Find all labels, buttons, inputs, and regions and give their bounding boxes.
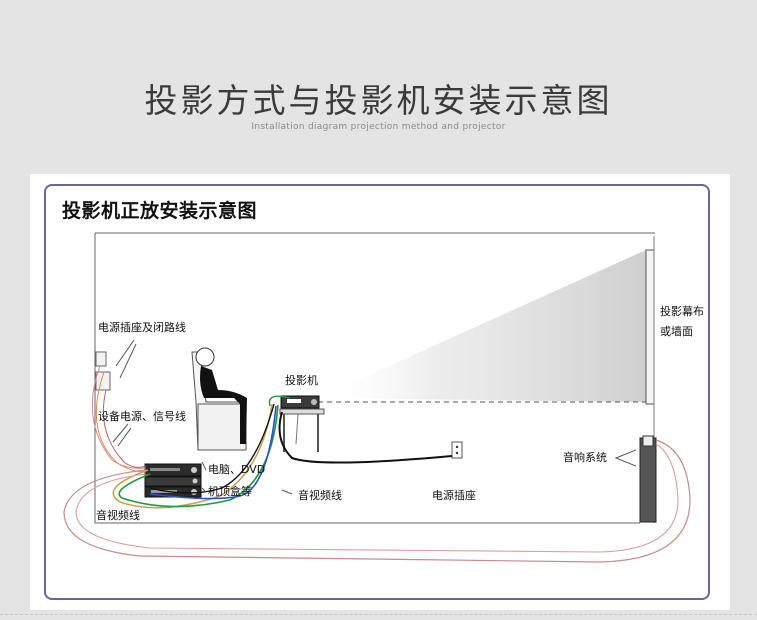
av-center-pointer xyxy=(281,489,293,495)
label-power-socket: 电源插座 xyxy=(432,489,476,502)
wall-outlet-upper xyxy=(95,351,107,367)
speaker-cable-inner xyxy=(75,443,679,553)
page-subtitle: Installation diagram projection method a… xyxy=(251,122,506,132)
projection-screen xyxy=(645,249,655,405)
sound-system-speaker xyxy=(639,435,657,523)
label-computer-dvd: 电脑、DVD xyxy=(208,463,266,476)
label-projector: 投影机 xyxy=(285,374,318,387)
bottom-divider xyxy=(0,614,757,615)
page-title: 投影方式与投影机安装示意图 xyxy=(144,81,613,120)
projector-table xyxy=(279,408,325,452)
projection-beam xyxy=(318,250,646,402)
label-screen-line1: 投影幕布 xyxy=(660,305,704,318)
label-screen-line2: 或墙面 xyxy=(660,325,693,338)
signal-pointer xyxy=(112,423,132,447)
wall-cable-2 xyxy=(95,371,147,473)
projector-device xyxy=(280,395,320,409)
diagram-title: 投影机正放安装示意图 xyxy=(62,200,258,222)
av-cable-black xyxy=(149,403,275,494)
av-cable-projector-end xyxy=(268,395,291,407)
label-power-outlet-loop: 电源插座及闭路线 xyxy=(98,321,186,334)
label-av-cable-left: 音视频线 xyxy=(96,509,140,522)
dvd-pointer xyxy=(201,461,207,471)
label-settop-box: 机顶盒等 xyxy=(208,485,252,498)
label-equipment-power-signal: 设备电源、信号线 xyxy=(98,410,186,423)
settop-pointer xyxy=(201,487,207,493)
wall-cable-3 xyxy=(102,389,147,468)
wall-cable-1 xyxy=(91,365,147,469)
outlet-pointer xyxy=(115,339,137,379)
speaker-cable-outer xyxy=(63,439,691,563)
room-outline xyxy=(94,232,655,524)
label-av-cable-center: 音视频线 xyxy=(298,489,342,502)
sound-pointer xyxy=(614,449,637,467)
label-sound-system: 音响系统 xyxy=(563,451,607,464)
projector-power-cable xyxy=(278,411,453,464)
chair-with-viewer xyxy=(191,347,247,451)
av-cable-blue xyxy=(149,405,277,500)
floor-power-socket xyxy=(451,441,463,459)
